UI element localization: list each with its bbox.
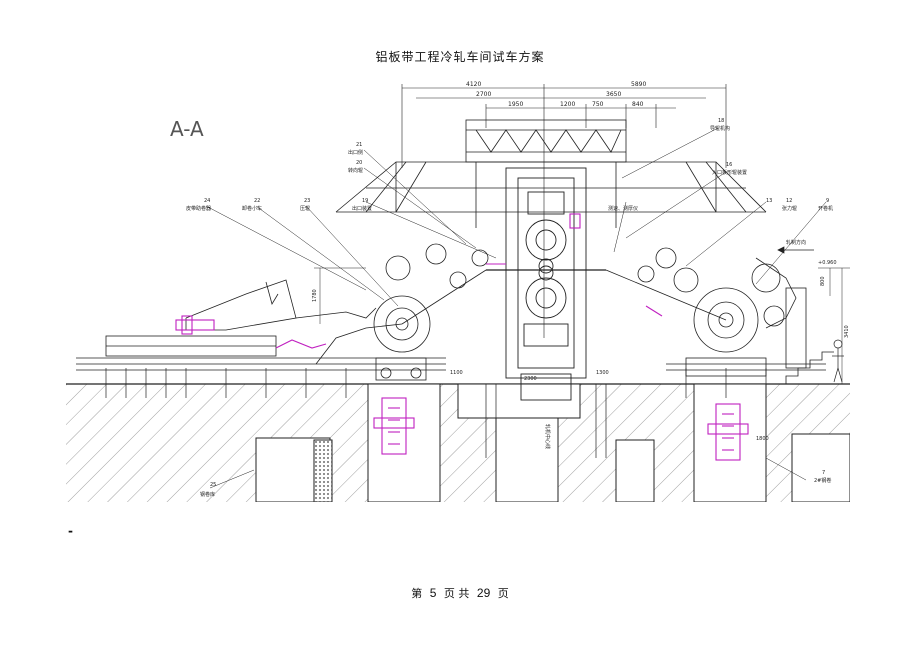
footer-total-pages: 29: [476, 586, 491, 600]
foundation-hatch: [66, 383, 851, 503]
callout-16-text: 入口板形辊装置: [712, 169, 747, 176]
dim-750: 750: [592, 101, 604, 108]
mill-centerline-label: 轧机中心线: [544, 424, 551, 449]
callout-21-text: 出口侧: [348, 149, 363, 156]
dim-4120: 4120: [466, 81, 481, 88]
left-coiler-assembly: [105, 243, 489, 381]
dim-3410: 3410: [844, 325, 850, 338]
callout-cross-text: 测速、测厚仪: [608, 205, 638, 212]
callout-22-text: 卸卷小车: [242, 205, 262, 212]
overhead-gantry: [335, 119, 767, 228]
level-dimension-texts: +0.960 800 3410 1780 1100 2300 1300 1800…: [312, 260, 850, 449]
footer-prefix: 第: [411, 587, 423, 600]
callout-24-num: 24: [204, 198, 210, 204]
dim-1800: 1800: [756, 436, 769, 442]
callout-9-text: 开卷机: [818, 205, 833, 212]
dim-1300: 1300: [596, 370, 609, 376]
callout-7-text: 2#钢卷: [814, 477, 831, 484]
dim-2300: 2300: [524, 376, 537, 382]
level-right: +0.960: [818, 260, 837, 266]
dim-2700: 2700: [476, 91, 491, 98]
dim-1780: 1780: [312, 289, 318, 302]
highlighted-components: [175, 213, 749, 461]
top-dimension-texts: 4120 5890 2700 3650 1950 1200 750 840: [466, 81, 646, 108]
callout-18-num: 18: [718, 118, 724, 124]
callout-leaders: [205, 127, 827, 489]
dim-3650: 3650: [606, 91, 621, 98]
callout-23-num: 23: [304, 198, 310, 204]
mill-stand: [486, 167, 606, 401]
callout-13-num: 13: [766, 198, 772, 204]
callout-16-num: 16: [726, 162, 732, 168]
dim-1950: 1950: [508, 101, 523, 108]
callout-23-text: 压辊: [300, 205, 310, 212]
rolling-direction-arrow: [777, 246, 814, 254]
callout-24-text: 皮带助卷器: [186, 205, 211, 212]
rolling-direction-text: 轧制方向: [786, 239, 806, 246]
worker-figure: [832, 339, 844, 383]
footer-mid: 页 共: [443, 587, 470, 600]
stray-dash-mark: -: [68, 524, 73, 538]
callout-18-text: 导辊机构: [710, 125, 730, 132]
dim-1200: 1200: [560, 101, 575, 108]
dim-840: 840: [632, 101, 644, 108]
callout-7-num: 7: [822, 470, 825, 476]
dim-5890: 5890: [631, 81, 646, 88]
callout-19-num: 19: [362, 198, 368, 204]
callout-22-num: 22: [254, 198, 260, 204]
callout-texts: 24 皮带助卷器 22 卸卷小车 23 压辊 21 出口侧 20 转向辊 19 …: [186, 118, 833, 498]
callout-19-text: 出口装置: [352, 205, 372, 212]
section-label: A-A: [170, 117, 204, 141]
dim-800: 800: [820, 276, 826, 286]
callout-12-num: 12: [786, 198, 792, 204]
right-uncoiler-assembly: [605, 247, 807, 377]
engineering-drawing-svg: 4120 5890 2700 3650 1950 1200 750 840 A-…: [66, 81, 851, 503]
footer-page-number: 5: [429, 586, 437, 600]
mill-section-drawing: 4120 5890 2700 3650 1950 1200 750 840 A-…: [66, 68, 851, 503]
top-dimension-lines: [401, 84, 727, 338]
level-dimension-lines: [314, 267, 850, 384]
dim-1100: 1100: [450, 370, 463, 376]
callout-25-num: 25: [210, 482, 216, 488]
callout-20-num: 20: [356, 160, 362, 166]
callout-21-num: 21: [356, 142, 362, 148]
callout-12-text: 张力辊: [782, 205, 797, 212]
page-footer: 第 5 页 共 29 页: [0, 585, 920, 601]
callout-9-num: 9: [826, 198, 829, 204]
callout-25-text: 钢卷库: [200, 491, 215, 498]
footer-suffix: 页: [497, 587, 509, 600]
callout-20-text: 转向辊: [348, 167, 363, 174]
document-header-title: 铝板带工程冷轧车间试车方案: [375, 50, 545, 64]
